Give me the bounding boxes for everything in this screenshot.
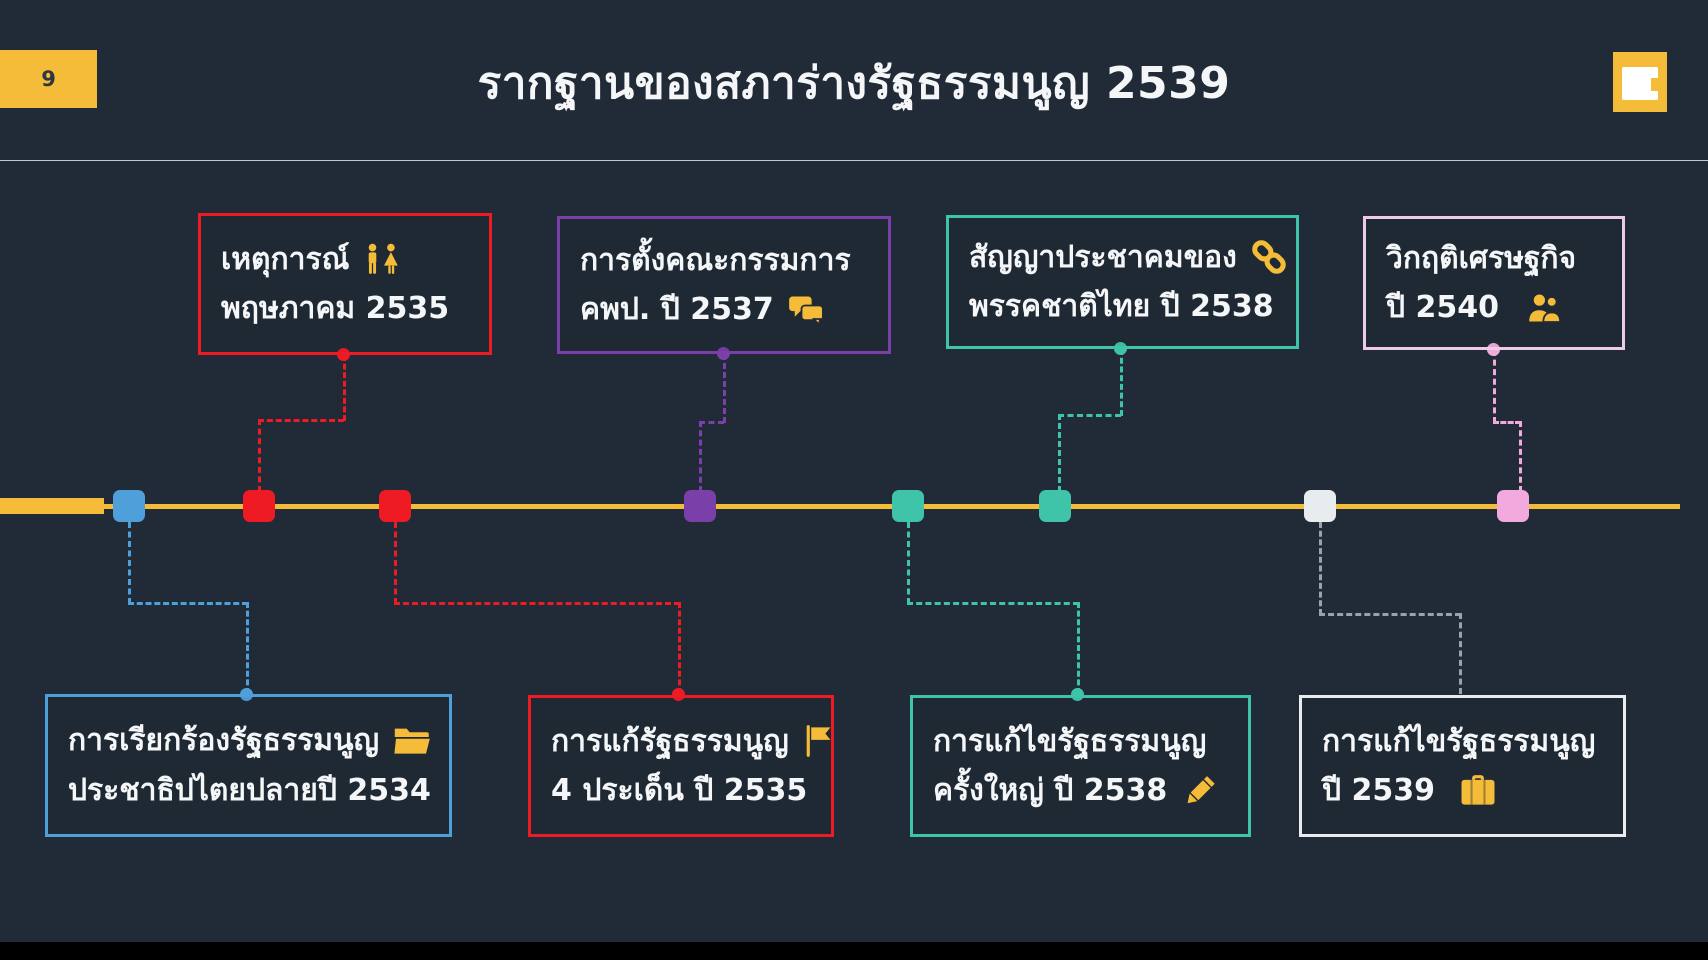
page-title: รากฐานของสภาร่างรัฐธรรมนูญ 2539	[477, 58, 1231, 109]
page-number: 9	[41, 67, 56, 91]
event-box-4: วิกฤติเศรษฐกิจ ปี 2540	[1363, 216, 1625, 350]
bottom-bar	[0, 942, 1708, 960]
event-text: ประชาธิปไตยปลายปี 2534	[68, 772, 431, 808]
connector-segment	[1493, 421, 1521, 424]
connector-segment	[678, 602, 681, 694]
event-line: การตั้งคณะกรรมการ	[580, 242, 868, 280]
timeline-marker-5	[892, 490, 924, 522]
event-box-3: สัญญาประชาคมของ พรรคชาติไทย ปี 2538	[946, 215, 1299, 349]
connector-segment	[394, 522, 397, 604]
event-line: ปี 2539	[1322, 772, 1603, 810]
connector-segment	[723, 354, 726, 423]
event-text: พฤษภาคม 2535	[221, 291, 450, 326]
event-text: วิกฤติเศรษฐกิจ	[1386, 240, 1577, 276]
event-text: การเรียกร้องรัฐธรรมนูญ	[68, 723, 380, 758]
page-number-badge: 9	[0, 50, 97, 108]
event-text: การแก้รัฐธรรมนูญ	[551, 723, 789, 759]
event-line: ประชาธิปไตยปลายปี 2534	[68, 772, 431, 810]
event-text: คพป. ปี 2537	[580, 292, 774, 327]
connector-segment	[258, 419, 261, 492]
event-line: เหตุการณ์	[221, 241, 469, 279]
timeline-marker-1	[113, 490, 145, 522]
event-line: สัญญาประชาคมของ	[969, 239, 1286, 277]
event-text: การแก้ไขรัฐธรรมนูญ	[1322, 723, 1596, 759]
timeline-marker-2	[243, 490, 275, 522]
timeline-marker-8	[1497, 490, 1529, 522]
link-icon	[1251, 239, 1287, 275]
event-text: 4 ประเด็น ปี 2535	[551, 773, 808, 808]
event-line: การแก้ไขรัฐธรรมนูญ	[933, 723, 1228, 761]
event-text: ปี 2540	[1386, 290, 1499, 325]
event-text: การตั้งคณะกรรมการ	[580, 242, 851, 278]
connector-segment	[1519, 421, 1522, 492]
two-users-icon	[1527, 292, 1563, 324]
event-box-7: การแก้ไขรัฐธรรมนูญ ครั้งใหญ่ ปี 2538	[910, 695, 1251, 837]
connector-segment	[128, 602, 248, 605]
event-box-5: การเรียกร้องรัฐธรรมนูญ ประชาธิปไตยปลายปี…	[45, 694, 452, 837]
slide-logo-icon	[1613, 52, 1667, 112]
connector-segment	[1077, 602, 1080, 694]
header-divider	[0, 160, 1708, 161]
event-box-2: การตั้งคณะกรรมการ คพป. ปี 2537	[557, 216, 891, 354]
event-line: ปี 2540	[1386, 289, 1602, 327]
event-text: ครั้งใหญ่ ปี 2538	[933, 773, 1168, 808]
timeline-left-stub	[0, 498, 104, 514]
event-line: ครั้งใหญ่ ปี 2538	[933, 772, 1228, 810]
event-text: เหตุการณ์	[221, 241, 350, 277]
connector-segment	[699, 421, 724, 424]
pencil-icon	[1181, 773, 1217, 809]
man-woman-icon	[363, 243, 401, 275]
connector-segment	[1319, 613, 1461, 616]
folder-icon	[393, 725, 431, 756]
event-box-1: เหตุการณ์ พฤษภาคม 2535	[198, 213, 492, 355]
event-box-6: การแก้รัฐธรรมนูญ 4 ประเด็น ปี 2535	[528, 695, 834, 837]
connector-segment	[907, 602, 1079, 605]
timeline-marker-4	[684, 490, 716, 522]
timeline-marker-3	[379, 490, 411, 522]
timeline-marker-6	[1039, 490, 1071, 522]
connector-segment	[1058, 414, 1061, 492]
connector-segment	[1058, 414, 1121, 417]
event-line: การเรียกร้องรัฐธรรมนูญ	[68, 722, 431, 760]
event-text: พรรคชาติไทย ปี 2538	[969, 289, 1274, 324]
event-line: คพป. ปี 2537	[580, 291, 868, 329]
connector-segment	[907, 522, 910, 604]
connector-segment	[246, 602, 249, 694]
speech-bubbles-icon	[788, 294, 824, 326]
event-line: การแก้ไขรัฐธรรมนูญ	[1322, 723, 1603, 761]
connector-segment	[258, 419, 344, 422]
timeline-marker-7	[1304, 490, 1336, 522]
event-box-8: การแก้ไขรัฐธรรมนูญ ปี 2539	[1299, 695, 1626, 837]
event-text: สัญญาประชาคมของ	[969, 239, 1237, 275]
timeline-axis	[0, 504, 1680, 509]
connector-segment	[1319, 522, 1322, 615]
connector-segment	[343, 355, 346, 421]
event-line: พฤษภาคม 2535	[221, 290, 469, 328]
connector-segment	[1493, 350, 1496, 423]
connector-segment	[394, 602, 680, 605]
connector-segment	[699, 421, 702, 492]
event-line: การแก้รัฐธรรมนูญ	[551, 723, 831, 761]
event-text: การแก้ไขรัฐธรรมนูญ	[933, 723, 1207, 759]
flag-icon	[803, 724, 833, 758]
connector-segment	[128, 522, 131, 604]
logo-notch	[1651, 78, 1667, 91]
connector-segment	[1120, 349, 1123, 416]
event-text: ปี 2539	[1322, 773, 1435, 808]
event-line: 4 ประเด็น ปี 2535	[551, 772, 811, 810]
event-line: พรรคชาติไทย ปี 2538	[969, 288, 1276, 326]
event-line: วิกฤติเศรษฐกิจ	[1386, 240, 1602, 278]
briefcase-icon	[1459, 774, 1497, 807]
connector-segment	[1459, 613, 1462, 694]
